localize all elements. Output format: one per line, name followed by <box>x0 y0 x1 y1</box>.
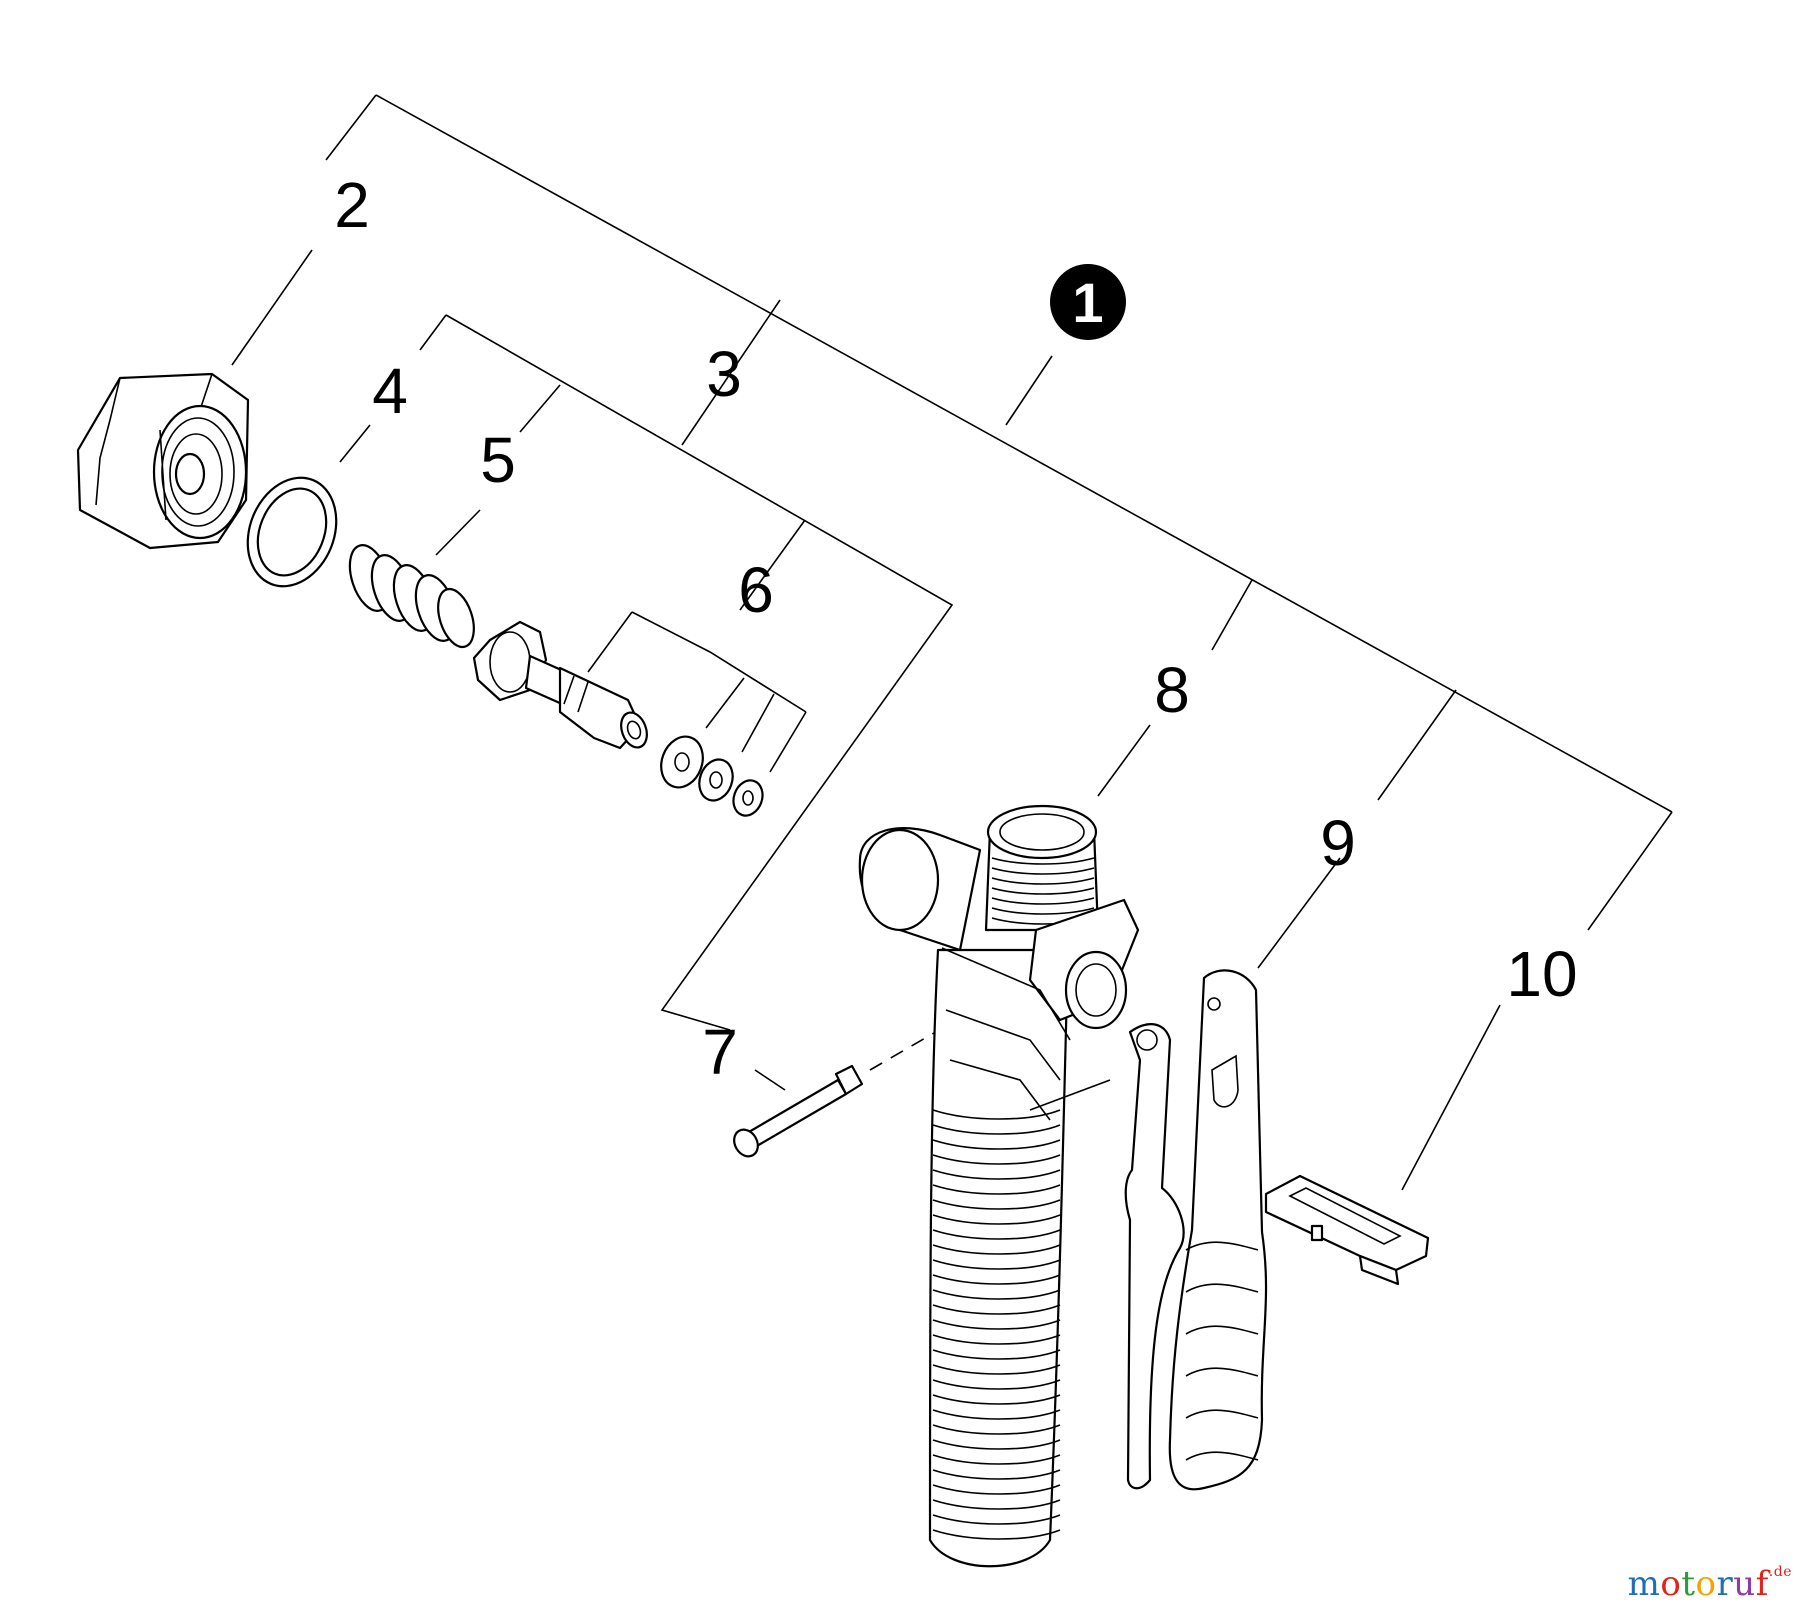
thread-line <box>991 887 1095 895</box>
thread-line <box>991 897 1095 905</box>
grip-ridge <box>1185 1325 1259 1335</box>
callout-6: 6 <box>738 554 774 626</box>
thread-line <box>932 1319 1061 1330</box>
callout-2: 2 <box>334 169 370 241</box>
thread-line <box>932 1334 1061 1345</box>
thread-line <box>932 1199 1061 1210</box>
callout-1: 1 <box>1072 271 1103 334</box>
thread-line <box>932 1499 1061 1510</box>
part-9-lever <box>1124 969 1268 1491</box>
thread-line <box>991 857 1095 865</box>
leader-lines <box>231 94 1673 1191</box>
thread-line <box>932 1439 1061 1450</box>
thread-line <box>932 1154 1061 1165</box>
thread-line <box>932 1139 1061 1150</box>
part-6-washers <box>660 735 764 817</box>
watermark-letter: f <box>1755 1564 1769 1604</box>
callout-3: 3 <box>706 338 742 410</box>
callout-10: 10 <box>1506 938 1577 1010</box>
callout-9: 9 <box>1320 807 1356 879</box>
thread-line <box>991 907 1095 915</box>
watermark-letter: o <box>1695 1564 1717 1604</box>
watermark-suffix: .de <box>1768 1564 1792 1580</box>
thread-line <box>991 867 1095 875</box>
part-2-hex-nut <box>76 372 250 550</box>
thread-line <box>932 1529 1061 1540</box>
thread-line <box>932 1109 1061 1120</box>
thread-line <box>932 1229 1061 1240</box>
part-7-pin <box>733 1064 864 1158</box>
thread-line <box>932 1394 1061 1405</box>
lever-grip <box>1185 1241 1259 1461</box>
thread-line <box>932 1349 1061 1360</box>
watermark-letter: m <box>1627 1564 1661 1604</box>
thread-line <box>932 1514 1061 1525</box>
grip-ridge <box>1185 1451 1259 1461</box>
watermark-brand: motoruf <box>1628 1564 1769 1604</box>
thread-line <box>932 1364 1061 1375</box>
part-5-spring <box>348 544 475 649</box>
thread-line <box>932 1169 1061 1180</box>
thread-line <box>932 1484 1061 1495</box>
thread-line <box>932 1454 1061 1465</box>
watermark-letter: o <box>1660 1564 1682 1604</box>
callout-8: 8 <box>1154 654 1190 726</box>
grip-ridge <box>1185 1409 1259 1419</box>
part-valve-stem <box>472 620 648 750</box>
thread-line <box>932 1424 1061 1435</box>
watermark-logo: motoruf.de <box>1628 1564 1792 1604</box>
thread-line <box>932 1379 1061 1390</box>
callout-4: 4 <box>372 355 408 427</box>
thread-line <box>991 877 1095 885</box>
thread-line <box>932 1289 1061 1300</box>
part-10-clip <box>1264 1174 1430 1286</box>
thread-line <box>932 1409 1061 1420</box>
thread-line <box>932 1244 1061 1255</box>
part-4-o-ring <box>246 476 338 588</box>
thread-line <box>932 1274 1061 1285</box>
thread-line <box>932 1124 1061 1135</box>
thread-line <box>932 1304 1061 1315</box>
thread-line <box>932 1259 1061 1270</box>
grip-ridge <box>1185 1241 1259 1251</box>
thread-line <box>932 1214 1061 1225</box>
part-8-valve-body <box>858 804 1140 1568</box>
assembly-callout-circle <box>1050 264 1126 340</box>
callout-5: 5 <box>480 424 516 496</box>
watermark-letter: t <box>1681 1564 1696 1604</box>
thread-line <box>932 1184 1061 1195</box>
grip-ridge <box>1185 1283 1259 1293</box>
watermark-letter: u <box>1733 1564 1756 1604</box>
callout-labels: 1 2 3 4 5 6 7 8 9 10 <box>334 169 1577 1088</box>
tube-threads <box>932 1109 1061 1540</box>
callout-7: 7 <box>702 1016 738 1088</box>
watermark-letter: r <box>1716 1564 1734 1604</box>
thread-line <box>932 1469 1061 1480</box>
grip-ridge <box>1185 1367 1259 1377</box>
